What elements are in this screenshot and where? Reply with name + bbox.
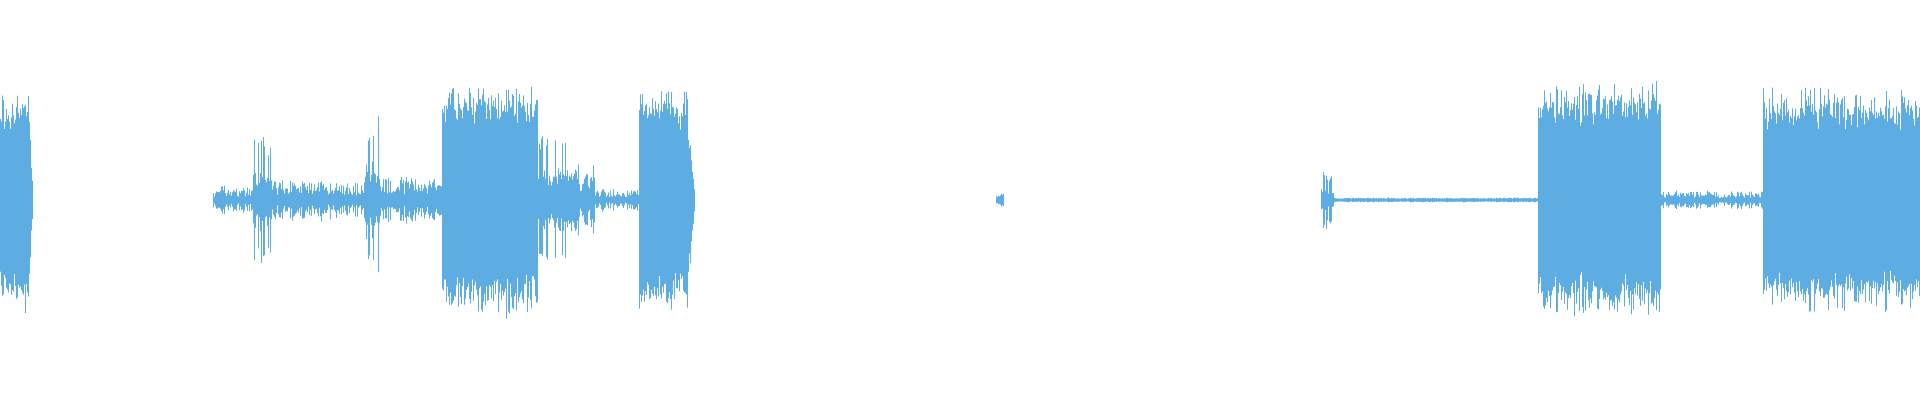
waveform-segment-path [442, 86, 538, 319]
waveform-segment-path [0, 95, 33, 313]
waveform-segment-path [380, 177, 442, 224]
waveform-segment [442, 86, 538, 319]
waveform-segment [253, 137, 271, 263]
waveform-segment-path [1321, 171, 1334, 229]
waveform-segment [538, 136, 576, 260]
waveform-segment-path [271, 180, 365, 222]
waveform-segment-path [595, 189, 639, 212]
waveform-segment-path [365, 116, 380, 273]
waveform-segment [365, 116, 380, 273]
waveform-segment-path [1538, 81, 1661, 317]
waveform-segment [0, 95, 33, 313]
waveform-segment [1661, 190, 1763, 209]
waveform-segment [271, 180, 365, 222]
waveform-segment-path [538, 136, 576, 260]
waveform-segment [639, 91, 695, 310]
waveform-segment [576, 164, 595, 236]
waveform-segment [380, 177, 442, 224]
waveform-segment [213, 185, 253, 215]
waveform-segment [1763, 87, 1920, 312]
waveform-segment-path [996, 193, 1004, 207]
waveform-segment-path [1763, 87, 1920, 312]
waveform-segment-path [1334, 197, 1538, 203]
waveform-segment [595, 189, 639, 212]
waveform-segment [1321, 171, 1334, 229]
waveform-segment-path [1661, 190, 1763, 209]
waveform-segment [1334, 197, 1538, 203]
waveform-segment-path [639, 91, 695, 310]
waveform-segment [996, 193, 1004, 207]
waveform-segment-path [253, 137, 271, 263]
waveform-bars [0, 81, 1920, 319]
waveform-segment-path [576, 164, 595, 236]
waveform-segment-path [213, 185, 253, 215]
waveform-segment [1538, 81, 1661, 317]
